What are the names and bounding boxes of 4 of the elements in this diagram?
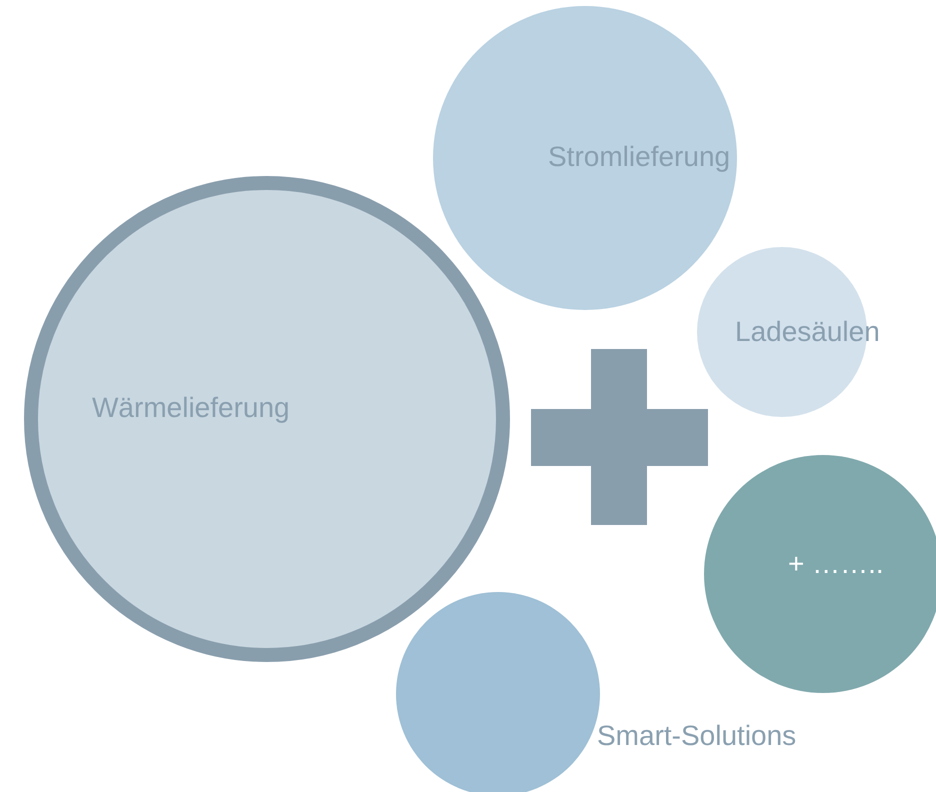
circle-label: + ……..	[788, 550, 884, 578]
circle-label: Smart-Solutions	[597, 722, 796, 750]
circle-label: Ladesäulen	[735, 318, 880, 346]
circle-label: Wärmelieferung	[92, 394, 290, 422]
